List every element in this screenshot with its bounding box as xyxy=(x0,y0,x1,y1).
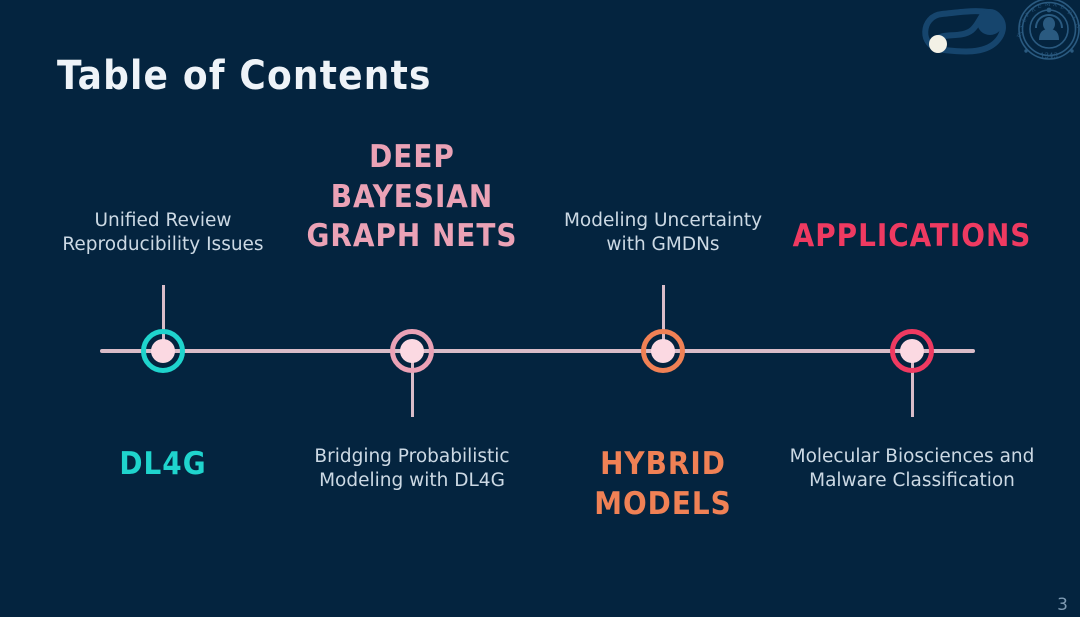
svg-text:IN: IN xyxy=(1016,30,1024,39)
svg-text:A: A xyxy=(1052,2,1058,9)
timeline-heading-dl4g: DL4G xyxy=(119,446,207,482)
svg-text:I: I xyxy=(1071,16,1077,22)
timeline-heading-applications: APPLICATIONS xyxy=(792,218,1032,254)
page-title: Table of Contents xyxy=(57,53,432,99)
university-of-pisa-seal-icon: 1343 IN S U P R E M A E D I G xyxy=(1016,0,1080,60)
timeline-heading-deep-bayesian-graph-nets: DEEP BAYESIAN GRAPH NETS xyxy=(306,139,518,255)
loop-node-logo-icon xyxy=(922,8,1006,55)
timeline-node-stem xyxy=(162,285,165,347)
svg-text:S: S xyxy=(1019,23,1026,30)
timeline-node-ring xyxy=(890,329,934,373)
timeline-node-dot xyxy=(400,339,424,363)
timeline-detail-applications: Molecular Biosciences and Malware Classi… xyxy=(789,446,1035,492)
svg-text:E: E xyxy=(1059,4,1065,11)
timeline-node-stem xyxy=(662,285,665,347)
svg-text:E: E xyxy=(1037,3,1042,10)
svg-text:P: P xyxy=(1025,11,1032,18)
timeline-axis-line xyxy=(100,349,975,353)
timeline-detail-deep-bayesian-graph-nets: Bridging Probabilistic Modeling with DL4… xyxy=(314,446,510,492)
svg-text:M: M xyxy=(1045,2,1051,8)
svg-text:G: G xyxy=(1073,23,1080,30)
timeline-node-dot xyxy=(151,339,175,363)
timeline-node-ring xyxy=(141,329,185,373)
svg-text:D: D xyxy=(1066,10,1073,17)
timeline-node-ring xyxy=(641,329,685,373)
timeline-detail-hybrid-models: Modeling Uncertainty with GMDNs xyxy=(563,210,763,256)
timeline-node-dot xyxy=(900,339,924,363)
timeline-node-dot xyxy=(651,339,675,363)
timeline-heading-hybrid-models: HYBRID MODELS xyxy=(594,446,732,522)
svg-text:U: U xyxy=(1021,17,1029,25)
timeline-node-stem xyxy=(911,355,914,417)
timeline-node-ring xyxy=(390,329,434,373)
timeline-node-stem xyxy=(411,355,414,417)
svg-text:1343: 1343 xyxy=(1040,52,1058,60)
page-number: 3 xyxy=(1057,595,1068,615)
logo-group: 1343 IN S U P R E M A E D I G xyxy=(910,0,1080,62)
timeline-detail-dl4g: Unified Review Reproducibility Issues xyxy=(62,210,264,256)
svg-text:R: R xyxy=(1031,6,1038,13)
